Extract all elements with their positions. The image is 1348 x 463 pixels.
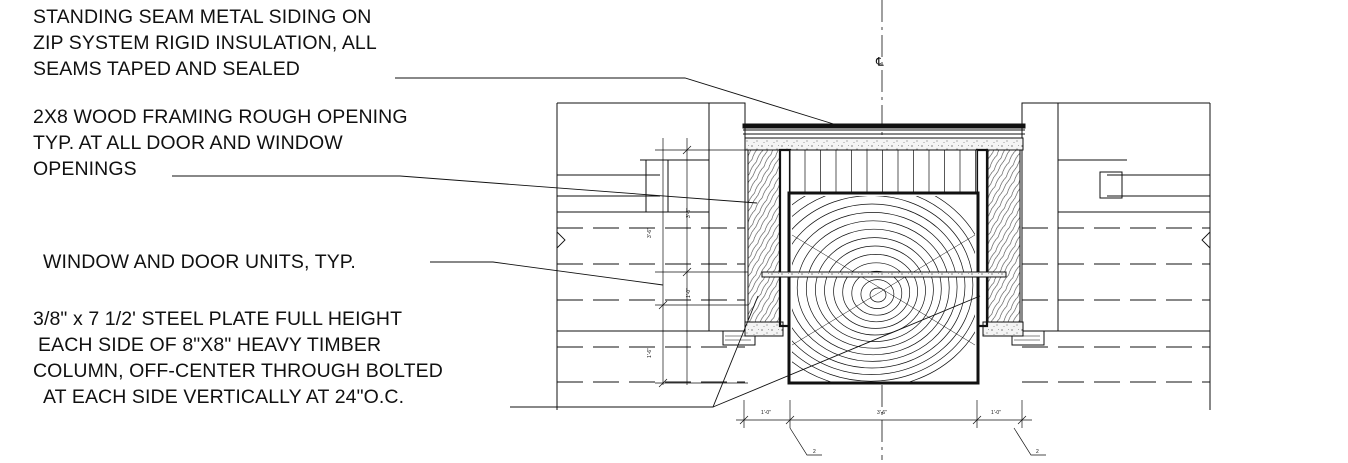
growth-ring	[796, 220, 950, 356]
steel-plate-bolt-line	[761, 271, 1007, 278]
note-units-line-1: WINDOW AND DOOR UNITS, TYP.	[43, 251, 356, 273]
note-units: WINDOW AND DOOR UNITS, TYP.	[43, 249, 356, 275]
heavy-timber-column	[787, 191, 980, 385]
leader-framing	[172, 175, 758, 204]
dim-bottom-center: 3'-6"	[877, 410, 887, 416]
growth-ring	[792, 196, 974, 375]
leader-siding	[395, 77, 841, 127]
bottom-dimensions	[736, 400, 1046, 456]
growth-ring	[851, 270, 903, 316]
leader-plate-2	[712, 295, 981, 408]
dim-vertical-upper: 3'-6"	[647, 228, 653, 238]
growth-ring	[833, 254, 918, 329]
leader-units	[430, 261, 664, 286]
tag-left: 2	[813, 449, 816, 455]
tag-right: 2	[1036, 449, 1039, 455]
note-plate-line-1: 3/8" x 7 1/2' STEEL PLATE FULL HEIGHT	[33, 308, 403, 330]
right-wall	[1011, 102, 1211, 410]
siding-header	[742, 123, 1026, 151]
dim-vertical-lower: 1'-6"	[647, 348, 653, 358]
left-wall	[556, 102, 756, 410]
growth-ring	[792, 212, 958, 362]
growth-ring	[805, 228, 942, 349]
growth-ring	[869, 287, 887, 303]
note-siding-line-2: ZIP SYSTEM RIGID INSULATION, ALL	[33, 32, 377, 54]
growth-ring	[815, 237, 934, 342]
dim-vertical-top: 3'-6"	[686, 208, 692, 218]
centerline-symbol: ℄	[875, 55, 884, 69]
growth-ring	[842, 262, 911, 323]
grid-infill	[789, 149, 978, 197]
note-siding-line-1: STANDING SEAM METAL SIDING ON	[33, 6, 372, 28]
note-framing-line-3: OPENINGS	[33, 158, 137, 180]
dim-bottom-left: 1'-0"	[761, 410, 771, 416]
note-plate-line-2: EACH SIDE OF 8"X8" HEAVY TIMBER	[38, 334, 382, 356]
note-framing-line-1: 2X8 WOOD FRAMING ROUGH OPENING	[33, 106, 408, 128]
vertical-dimensions	[655, 138, 748, 388]
growth-ring	[792, 203, 966, 369]
wood-framing	[744, 149, 1024, 337]
note-framing-line-2: TYP. AT ALL DOOR AND WINDOW	[33, 132, 343, 154]
dim-bottom-right: 1'-0"	[991, 410, 1001, 416]
note-plate-line-4: AT EACH SIDE VERTICALLY AT 24"O.C.	[43, 386, 405, 408]
note-plate: 3/8" x 7 1/2' STEEL PLATE FULL HEIGHT EA…	[33, 306, 443, 410]
note-siding: STANDING SEAM METAL SIDING ON ZIP SYSTEM…	[33, 4, 377, 82]
note-siding-line-3: SEAMS TAPED AND SEALED	[33, 58, 300, 80]
growth-ring	[792, 196, 975, 382]
growth-ring	[860, 279, 895, 309]
note-framing: 2X8 WOOD FRAMING ROUGH OPENING TYP. AT A…	[33, 104, 408, 182]
dim-vertical-mid: 1'-0"	[686, 288, 692, 298]
growth-ring	[824, 245, 926, 336]
note-plate-line-3: COLUMN, OFF-CENTER THROUGH BOLTED	[33, 360, 443, 382]
leader-lines	[172, 77, 981, 408]
